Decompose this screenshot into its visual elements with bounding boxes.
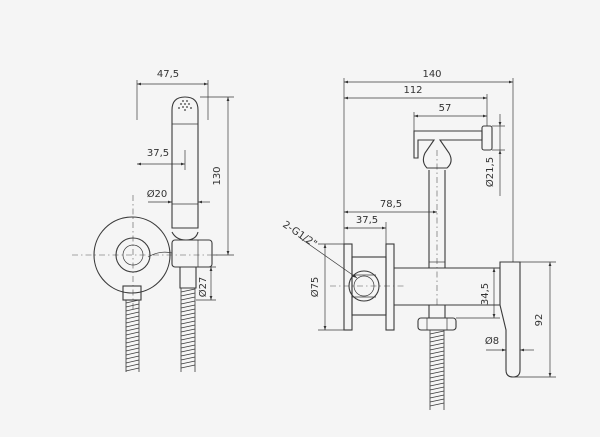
dim-label-78-5: 78,5	[380, 199, 402, 210]
shower-head	[171, 96, 199, 229]
outlet-connector	[417, 305, 457, 331]
shower-head-side	[413, 125, 493, 169]
thread-inner	[353, 275, 375, 297]
dim-label-dia-21-5: Ø21,5	[484, 157, 496, 187]
dim-height-130: 130	[200, 96, 234, 256]
dim-label-47-5: 47,5	[157, 69, 179, 80]
dim-label-dia-8: Ø8	[485, 335, 499, 347]
left-view: 47,5 37,5 Ø20 130 Ø27	[72, 69, 234, 372]
valve-core	[122, 244, 144, 266]
dim-78-5: 78,5	[344, 199, 437, 214]
vertical-spout	[428, 170, 446, 268]
dim-label-112: 112	[403, 85, 422, 96]
dim-34-5: 34,5	[448, 267, 500, 319]
wall-plate	[343, 243, 353, 331]
dim-label-57: 57	[439, 103, 452, 114]
escutcheon	[385, 243, 395, 331]
dim-offset-37: 37,5	[137, 148, 186, 170]
hose-right-view	[429, 330, 445, 410]
dim-dia-75: Ø75	[309, 243, 344, 331]
shower-holder	[147, 231, 213, 289]
lever-handle	[499, 261, 521, 378]
dim-92: 92	[513, 261, 556, 378]
dim-label-dia-75: Ø75	[309, 277, 321, 298]
dim-label-37-5: 37,5	[147, 148, 169, 159]
dim-label-dia-20: Ø20	[147, 188, 168, 200]
dim-dia-27: Ø27	[196, 266, 216, 301]
dim-label-37-5-right: 37,5	[356, 215, 378, 226]
spray-holes-icon	[178, 100, 192, 111]
dim-label-140: 140	[422, 69, 441, 80]
dim-label-thread: 2-G1/2"	[280, 219, 318, 250]
hose-left	[125, 299, 140, 372]
hose-right	[180, 288, 196, 372]
dim-112: 112	[344, 85, 488, 126]
dim-label-dia-27: Ø27	[197, 277, 209, 298]
thread-connection	[348, 270, 380, 302]
valve-ring	[115, 237, 151, 273]
dim-label-34-5: 34,5	[480, 283, 491, 305]
dim-total-140: 140	[343, 69, 514, 262]
dim-dia-21-5: Ø21,5	[484, 114, 505, 196]
dim-37-5-right: 37,5	[344, 215, 387, 244]
dim-57: 57	[413, 103, 487, 131]
dim-width-top: 47,5	[136, 69, 209, 120]
dim-dia-20: Ø20	[147, 188, 210, 204]
outlet-nipple	[122, 285, 142, 301]
right-view: 140 112 57 Ø21,5 78,5	[280, 69, 556, 410]
dim-label-92: 92	[534, 314, 545, 327]
dim-dia-8: Ø8	[485, 335, 534, 354]
wall-flange	[93, 216, 171, 294]
dim-label-130: 130	[212, 166, 223, 185]
